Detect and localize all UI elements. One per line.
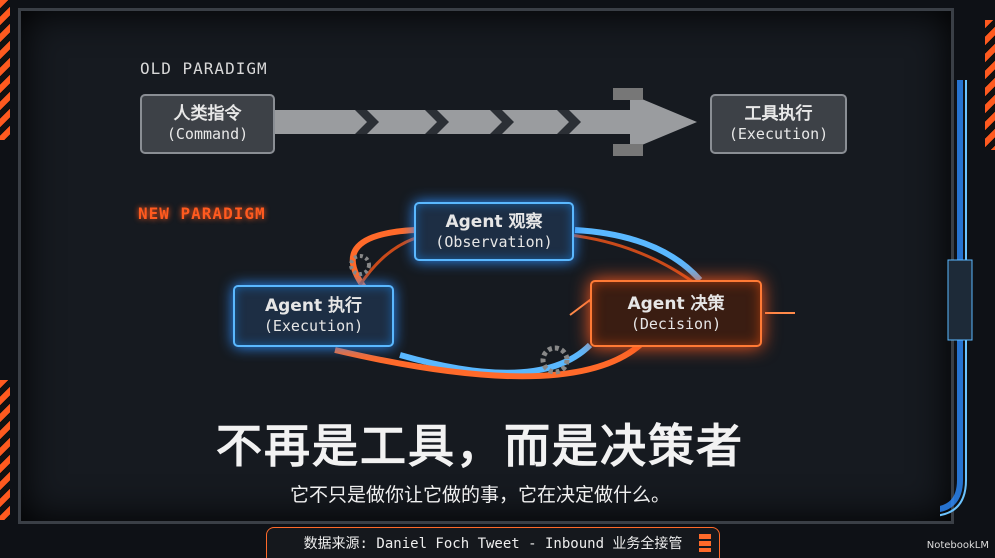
execution-label-zh: 工具执行: [744, 104, 813, 125]
chevron: [490, 110, 514, 134]
command-label-zh: 人类指令: [173, 104, 242, 125]
observation-box: Agent 观察 (Observation): [414, 202, 574, 261]
decision-label-en: (Decision): [630, 314, 722, 333]
observation-label-en: (Observation): [435, 232, 553, 251]
execution-label-en: (Execution): [728, 125, 829, 144]
command-box: 人类指令 (Command): [140, 94, 275, 154]
decision-label-zh: Agent 决策: [627, 293, 725, 314]
hazard-stripe-right: [985, 20, 995, 150]
notebooklm-watermark: NotebookLM: [926, 540, 989, 551]
source-footer: 数据来源: Daniel Foch Tweet - Inbound 业务全接管: [266, 527, 720, 558]
subheadline: 它不只是做你让它做的事，它在决定做什么。: [289, 484, 670, 506]
source-text: 数据来源: Daniel Foch Tweet - Inbound 业务全接管: [303, 536, 683, 552]
decision-box: Agent 决策 (Decision): [590, 280, 762, 347]
agent-execution-label-zh: Agent 执行: [264, 296, 362, 317]
decorative-cable-right: [940, 80, 973, 517]
old-paradigm-label: OLD PARADIGM: [140, 59, 268, 78]
old-flow-arrow: [275, 88, 697, 156]
bolt-icon: [613, 144, 643, 156]
new-paradigm-label: NEW PARADIGM: [138, 204, 266, 223]
execution-box-old: 工具执行 (Execution): [710, 94, 847, 154]
chevron: [355, 110, 379, 134]
hazard-stripe-left-bottom: [0, 380, 10, 520]
chevron: [557, 110, 581, 134]
agent-execution-box: Agent 执行 (Execution): [233, 285, 394, 347]
command-label-en: (Command): [166, 125, 249, 144]
gear-icon: [349, 254, 371, 276]
observation-label-zh: Agent 观察: [445, 211, 543, 232]
footer-indicator-icon: [699, 534, 711, 552]
agent-execution-label-en: (Execution): [263, 317, 364, 336]
hazard-stripe-left-top: [0, 0, 10, 140]
bolt-icon: [613, 88, 643, 100]
headline: 不再是工具，而是决策者: [216, 419, 744, 473]
gear-icon: [540, 345, 570, 375]
chevron: [425, 110, 449, 134]
